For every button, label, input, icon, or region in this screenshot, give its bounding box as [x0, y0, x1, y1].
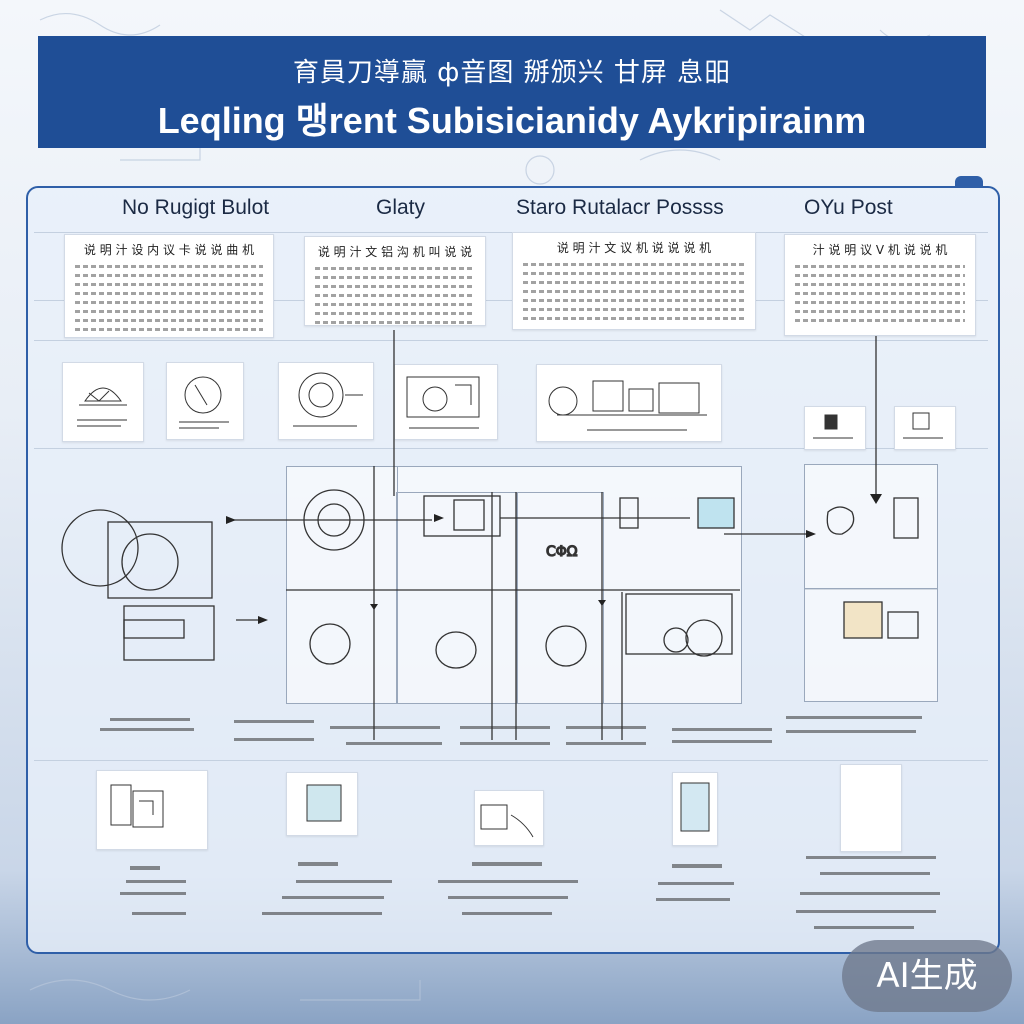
column-header-2: Glaty	[376, 196, 426, 219]
banner-subtitle: 育員刀導贏 ф音图 掰颁兴 甘屏 息昍	[292, 58, 732, 88]
text-card-4: 汁 说 明 议 V 机 说 说 机	[784, 234, 976, 336]
rule-line	[34, 760, 988, 761]
process-cell	[286, 466, 398, 704]
rule-line	[34, 300, 988, 301]
rule-line	[34, 232, 988, 233]
column-header-3: Staro Rutalacr Possss	[516, 196, 724, 219]
thumbnail-circle	[166, 362, 244, 440]
column-header-1: No Rugigt Bulot	[122, 196, 270, 219]
thumbnail-gear	[278, 362, 374, 440]
text-card-title: 说 明 汁 设 内 议 卡 说 说 曲 机	[83, 243, 255, 257]
banner-title: Leqling 맹rent Subisicianidy Aykripirainm	[157, 100, 867, 141]
thumbnail-globe	[62, 362, 144, 442]
text-card-title: 汁 说 明 议 V 机 说 说 机	[812, 243, 948, 257]
text-card-title: 说 明 汁 文 议 机 说 说 说 机	[556, 241, 712, 255]
bottom-card-5	[840, 764, 902, 852]
text-card-1: 说 明 汁 设 内 议 卡 说 说 曲 机	[64, 234, 274, 338]
bottom-card-1	[96, 770, 208, 850]
rule-line	[34, 448, 988, 449]
process-cell	[396, 492, 518, 704]
svg-text:CΦΩ: CΦΩ	[546, 544, 578, 560]
thumbnail-small-1	[804, 406, 866, 450]
bottom-card-2	[286, 772, 358, 836]
text-card-title: 说 明 汁 文 铝 沟 机 叫 说 说	[317, 245, 473, 259]
thumbnail-machine	[394, 364, 498, 440]
thumbnail-small-2	[894, 406, 956, 450]
process-grid	[286, 466, 742, 704]
thumbnail-workstation	[536, 364, 722, 442]
panel-tab	[955, 176, 983, 188]
text-card-2: 说 明 汁 文 铝 沟 机 叫 说 说	[304, 236, 486, 326]
output-cell-top	[804, 464, 938, 590]
column-header-4: OYu Post	[804, 196, 893, 219]
text-card-3: 说 明 汁 文 议 机 说 说 说 机	[512, 232, 756, 330]
bottom-card-3	[474, 790, 544, 846]
title-banner: 育員刀導贏 ф音图 掰颁兴 甘屏 息昍 Leqling 맹rent Subisi…	[38, 36, 986, 148]
output-cell-bottom	[804, 588, 938, 702]
rule-line	[34, 340, 988, 341]
bottom-card-4	[672, 772, 718, 846]
ai-generated-badge: AI生成	[842, 940, 1012, 1012]
